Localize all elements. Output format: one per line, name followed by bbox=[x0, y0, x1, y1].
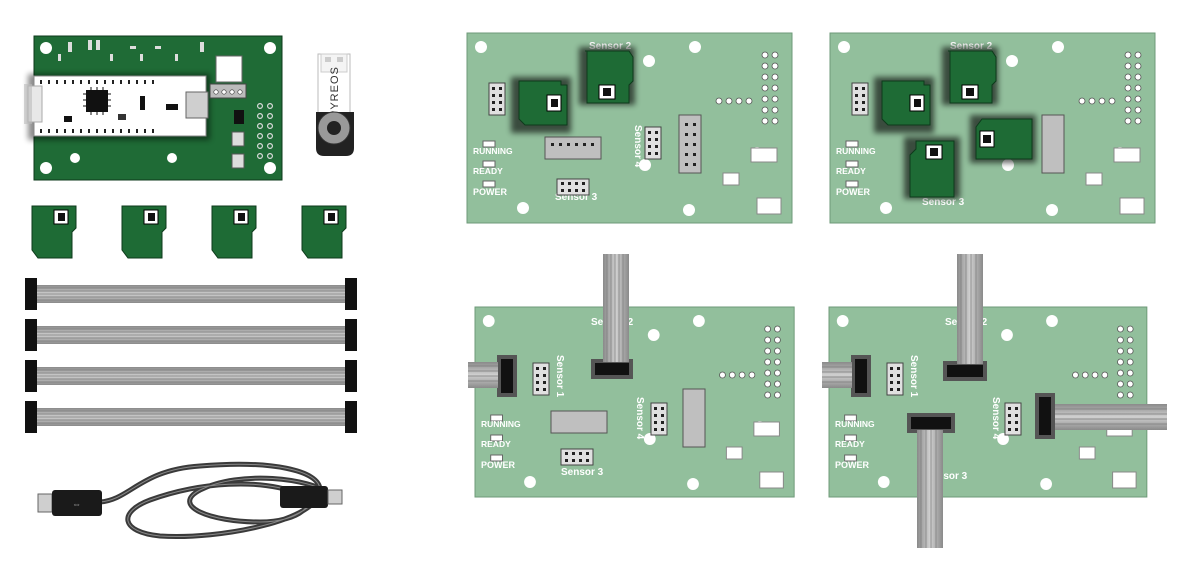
ribbon-cable-horizontal bbox=[468, 362, 498, 388]
sensor4-label: Sensor 4 bbox=[632, 125, 643, 168]
ribbon-cable-vertical-top bbox=[957, 254, 983, 364]
led-label-running: RUNNING bbox=[473, 146, 513, 156]
sensor-module bbox=[211, 205, 257, 259]
usb-symbol-icon: ⇔ bbox=[72, 499, 81, 509]
usb-a-housing bbox=[52, 490, 102, 516]
board-four-cables: RUNNING READY POWER Sensor 2 Sensor 3 Se… bbox=[828, 306, 1148, 498]
board-four-sensors: RUNNING READY POWER Sensor 2 Sensor 3 bbox=[829, 32, 1156, 224]
mounted-sensor-1 bbox=[881, 80, 931, 126]
sensor3-label: Sensor 3 bbox=[561, 467, 604, 478]
led-label-ready: READY bbox=[473, 166, 503, 176]
mounted-sensor-2 bbox=[948, 50, 997, 104]
led-label-ready: READY bbox=[835, 439, 865, 449]
led-label-ready: READY bbox=[481, 439, 511, 449]
mounted-sensor-1 bbox=[518, 80, 568, 126]
ribbon-cable bbox=[24, 318, 358, 352]
ribbon-cable-set bbox=[24, 277, 358, 434]
led-label-running: RUNNING bbox=[481, 419, 521, 429]
usb-a-plug bbox=[37, 493, 53, 513]
micro-usb-port bbox=[185, 91, 209, 119]
sensor3-label: Sensor 3 bbox=[555, 192, 598, 203]
sensor-module bbox=[301, 205, 347, 259]
sensor-module bbox=[31, 205, 77, 259]
led-label-power: POWER bbox=[835, 460, 870, 470]
ribbon-cable bbox=[24, 400, 358, 434]
sensor1-label: Sensor 1 bbox=[908, 355, 919, 398]
mounted-sensor-2 bbox=[585, 50, 634, 104]
sensor3-label: Sensor 3 bbox=[925, 471, 968, 482]
sensor4-label: Sensor 4 bbox=[990, 397, 1001, 440]
sensor3-label: Sensor 3 bbox=[922, 197, 965, 208]
board-two-sensors: RUNNING READY POWER Sensor 3 Sensor 2 Se… bbox=[466, 32, 793, 224]
sensor1-label: Sensor 1 bbox=[554, 355, 565, 398]
mcu-module bbox=[33, 75, 207, 137]
sensor-module bbox=[121, 205, 167, 259]
micro-usb-housing bbox=[280, 486, 328, 508]
led-label-running: RUNNING bbox=[835, 419, 875, 429]
main-controller-board bbox=[24, 35, 283, 181]
sensor-module-set bbox=[31, 205, 347, 259]
ribbon-cable-vertical bbox=[603, 254, 629, 362]
mounted-sensor-4 bbox=[975, 118, 1033, 160]
led-label-power: POWER bbox=[481, 460, 516, 470]
led-label-ready: READY bbox=[836, 166, 866, 176]
sensor2-label: Sensor 2 bbox=[589, 41, 632, 52]
led-label-power: POWER bbox=[836, 187, 871, 197]
usb-stick-brand-label: PYREOS bbox=[329, 66, 341, 118]
led-label-running: RUNNING bbox=[836, 146, 876, 156]
board-two-cables: RUNNING READY POWER Sensor 3 Sensor 2 Se… bbox=[474, 306, 795, 498]
ribbon-cable-vertical-bottom bbox=[917, 430, 943, 548]
sensor4-label: Sensor 4 bbox=[634, 397, 645, 440]
sensor2-label: Sensor 2 bbox=[950, 41, 993, 52]
ribbon-cable-horizontal-right bbox=[1055, 404, 1167, 430]
ribbon-cable bbox=[24, 359, 358, 393]
usb-cable: ⇔ bbox=[37, 461, 343, 539]
usb-stick: PYREOS bbox=[316, 53, 354, 156]
micro-usb-plug bbox=[327, 489, 343, 505]
led-label-power: POWER bbox=[473, 187, 508, 197]
mounted-sensor-3 bbox=[909, 140, 955, 198]
ribbon-cable bbox=[24, 277, 358, 311]
ribbon-cable-horizontal-left bbox=[822, 362, 852, 388]
